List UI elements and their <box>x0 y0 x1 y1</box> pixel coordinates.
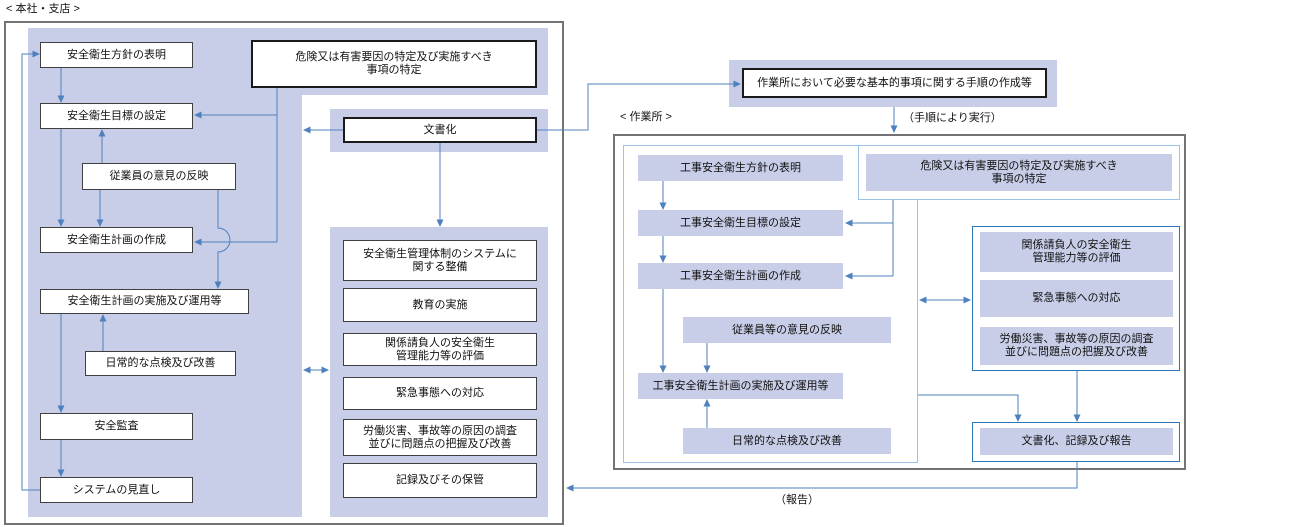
hq-daily-check-box: 日常的な点検及び改善 <box>85 351 236 376</box>
hq-support-accident-box: 労働災害、事故等の原因の調査 並びに問題点の把握及び改善 <box>343 419 537 456</box>
hq-frame <box>4 21 564 525</box>
hq-support-contractor-box: 関係請負人の安全衛生 管理能力等の評価 <box>343 333 537 366</box>
site-daily-check-box: 日常的な点検及び改善 <box>683 428 891 454</box>
site-implement-box: 工事安全衛生計画の実施及び運用等 <box>638 373 843 399</box>
hq-left-panel <box>28 28 302 517</box>
hq-goal-box: 安全衛生目標の設定 <box>40 103 193 129</box>
hq-hazard-box: 危険又は有害要因の特定及び実施すべき 事項の特定 <box>251 40 537 88</box>
site-hazard-box: 危険又は有害要因の特定及び実施すべき 事項の特定 <box>866 154 1172 191</box>
hq-section-label: < 本社・支店 > <box>6 3 80 15</box>
hq-documentation-box: 文書化 <box>343 117 537 143</box>
hq-review-box: システムの見直し <box>40 477 193 503</box>
site-section-label: < 作業所 > <box>620 111 672 123</box>
site-opinion-box: 従業員等の意見の反映 <box>683 317 891 343</box>
hq-support-education-box: 教育の実施 <box>343 288 537 322</box>
site-policy-box: 工事安全衛生方針の表明 <box>638 155 843 181</box>
hq-policy-box: 安全衛生方針の表明 <box>40 42 193 68</box>
report-note-label: （報告） <box>775 494 819 506</box>
hq-audit-box: 安全監査 <box>40 413 193 440</box>
procedure-note-label: （手順により実行） <box>903 112 1002 124</box>
site-procedures-box: 作業所において必要な基本的事項に関する手順の作成等 <box>742 68 1047 98</box>
site-plan-box: 工事安全衛生計画の作成 <box>638 263 843 289</box>
hq-implement-box: 安全衛生計画の実施及び運用等 <box>40 289 249 314</box>
hq-support-records-box: 記録及びその保管 <box>343 463 537 498</box>
site-support-emergency-box: 緊急事態への対応 <box>980 280 1173 317</box>
site-support-contractor-box: 関係請負人の安全衛生 管理能力等の評価 <box>980 232 1173 272</box>
hq-support-emergency-box: 緊急事態への対応 <box>343 377 537 410</box>
hq-plan-box: 安全衛生計画の作成 <box>40 227 193 253</box>
hq-opinion-box: 従業員の意見の反映 <box>82 163 236 190</box>
site-goal-box: 工事安全衛生目標の設定 <box>638 210 843 236</box>
hq-support-system-box: 安全衛生管理体制のシステムに 関する整備 <box>343 240 537 281</box>
site-report-box: 文書化、記録及び報告 <box>980 428 1173 455</box>
site-support-accident-box: 労働災害、事故等の原因の調査 並びに問題点の把握及び改善 <box>980 327 1173 365</box>
